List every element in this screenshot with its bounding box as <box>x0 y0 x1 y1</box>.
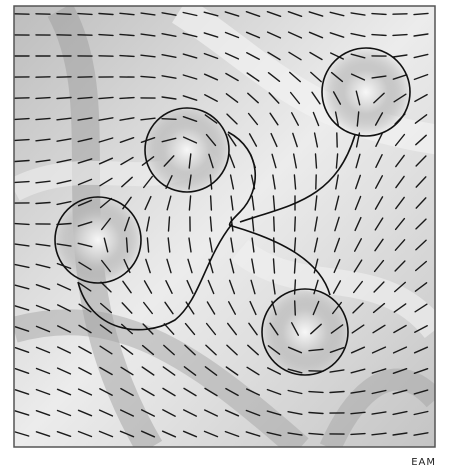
orientation-tick <box>295 280 296 294</box>
orientation-tick <box>351 434 365 435</box>
orientation-tick <box>295 217 296 231</box>
orientation-tick <box>372 14 386 15</box>
orientation-tick <box>169 217 170 231</box>
orientation-tick <box>57 98 71 99</box>
orientation-tick <box>295 259 296 273</box>
orientation-tick <box>295 238 296 252</box>
orientation-tick <box>36 203 50 204</box>
orientation-tick <box>330 392 344 393</box>
orientation-tick <box>15 224 29 225</box>
orientation-tick <box>309 392 323 393</box>
orientation-tick <box>274 217 275 231</box>
orientation-tick <box>372 35 386 36</box>
orientation-tick <box>57 224 71 225</box>
orientation-tick <box>162 119 176 120</box>
orientation-tick <box>127 238 128 252</box>
orientation-tick <box>211 196 212 210</box>
orientation-tick <box>36 98 50 99</box>
artist-credit: EAM <box>411 457 436 468</box>
orientation-tick <box>309 413 323 414</box>
orientation-tick <box>15 161 29 162</box>
orientation-tick <box>274 238 275 252</box>
orientation-tick <box>274 259 275 273</box>
orientation-tick <box>15 182 29 183</box>
orientation-tick <box>15 119 29 120</box>
orientation-tick <box>99 14 113 15</box>
orientation-tick <box>99 35 113 36</box>
orientation-tick <box>393 35 407 36</box>
orientation-tick <box>316 154 317 168</box>
orientation-tick <box>120 98 134 99</box>
orientation-tick <box>78 14 92 15</box>
orientation-tick <box>295 301 296 315</box>
orientation-tick <box>57 14 71 15</box>
map-panel <box>14 6 440 448</box>
orientation-tick <box>120 56 134 57</box>
orientation-tick <box>15 140 29 141</box>
